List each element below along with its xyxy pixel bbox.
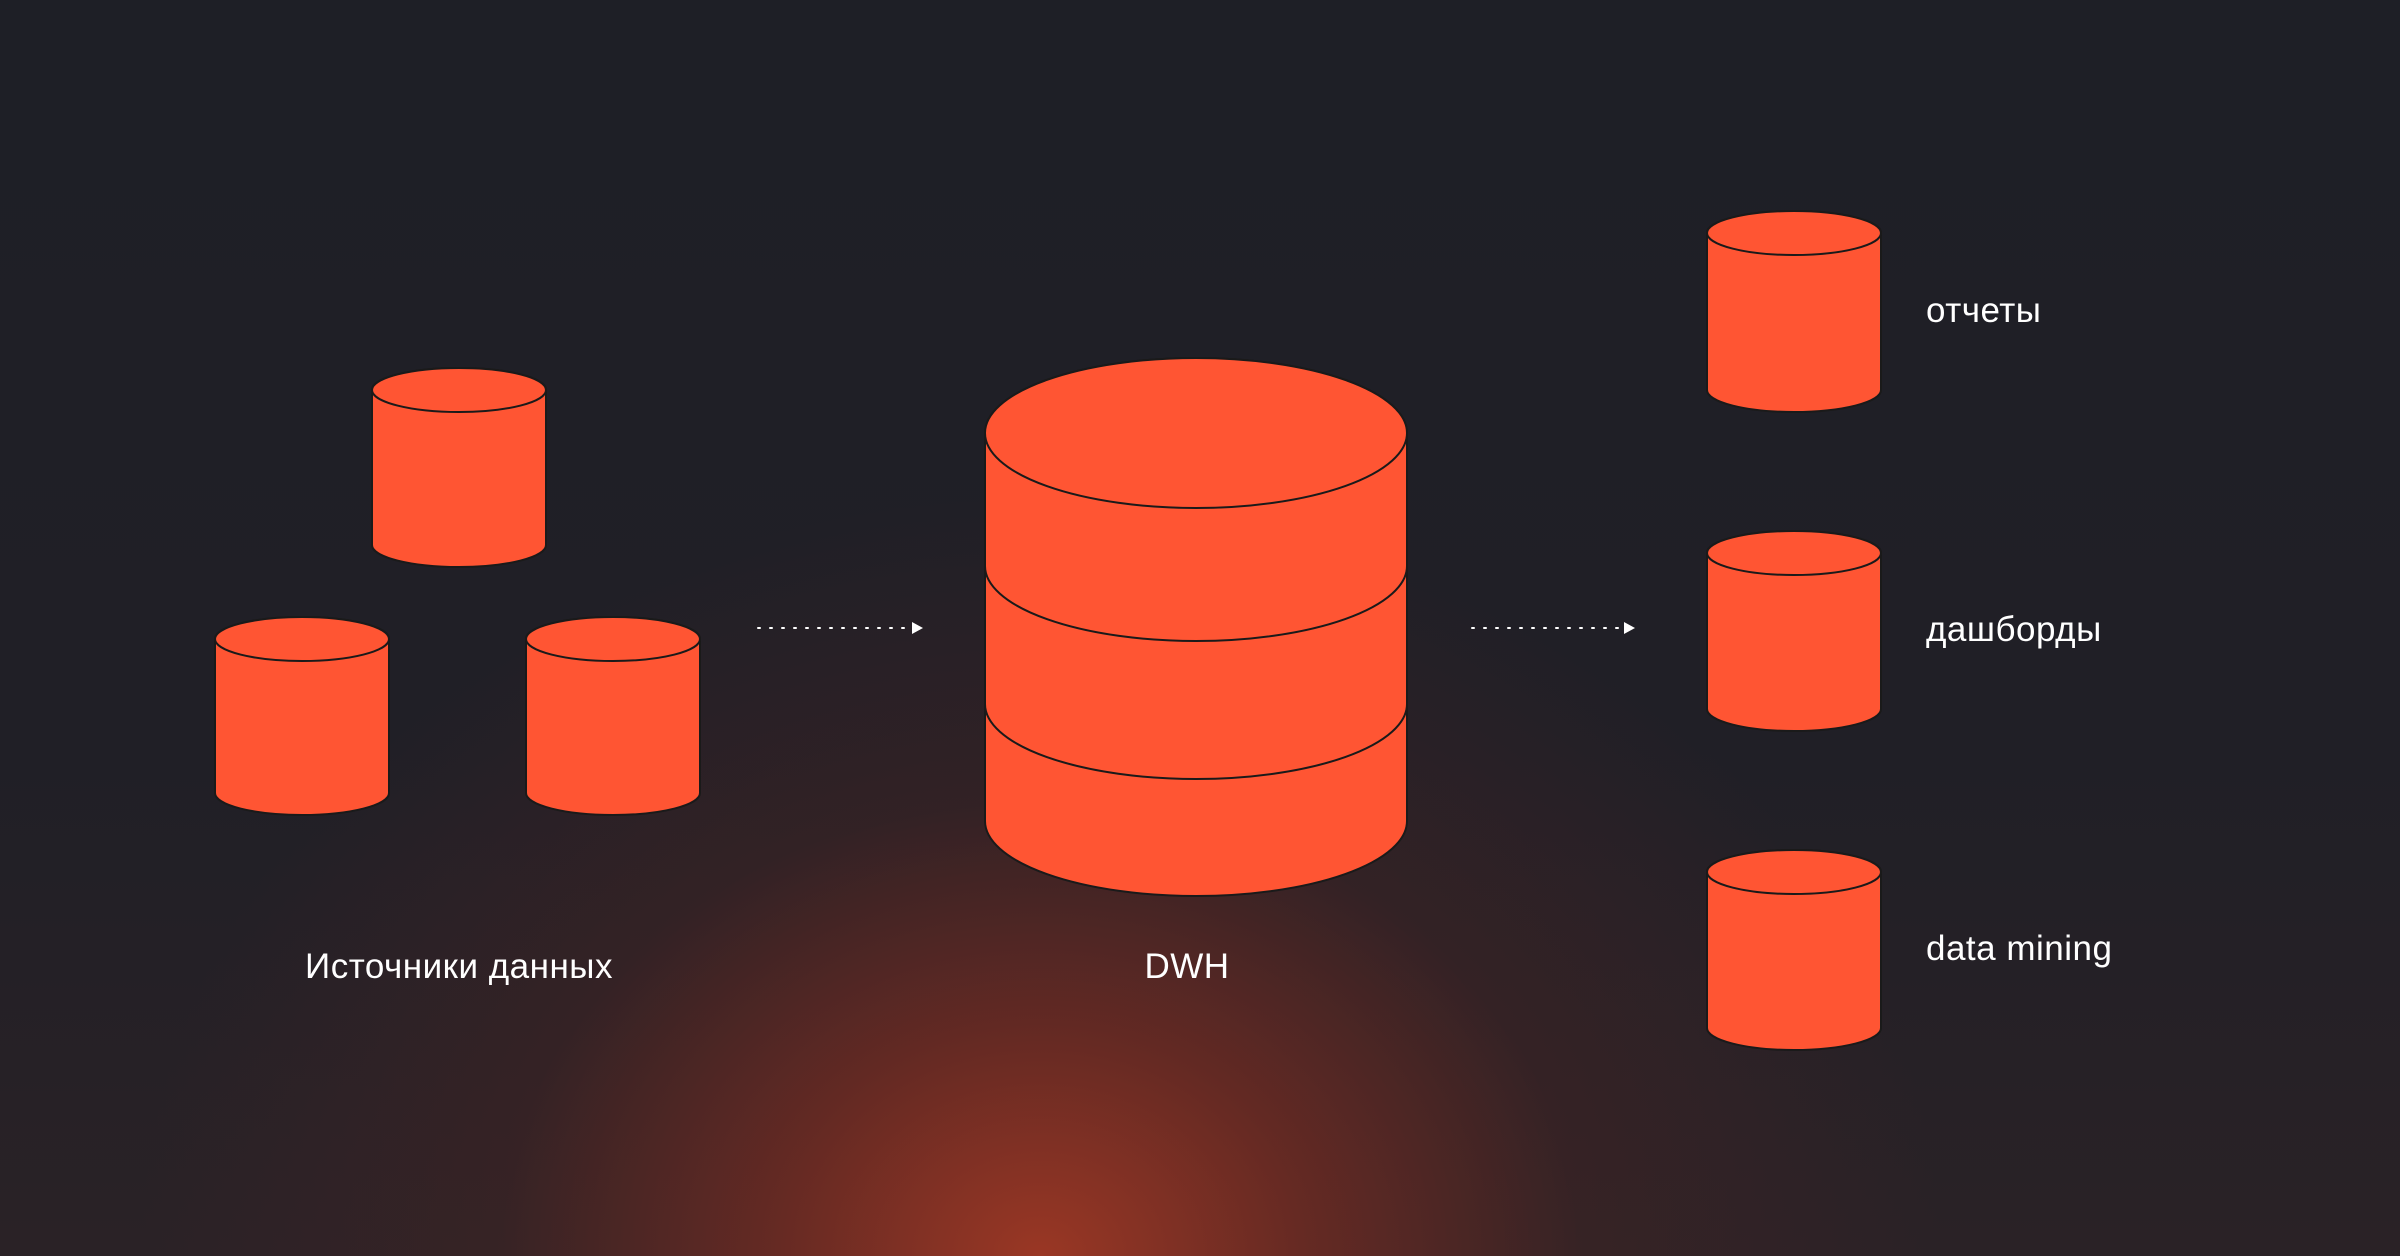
dwh-database — [984, 357, 1408, 897]
output-label-reports: отчеты — [1926, 291, 2041, 330]
dwh-label: DWH — [1144, 947, 1229, 986]
sources-label: Источники данных — [305, 947, 613, 986]
dwh-layer-divider-lower — [984, 703, 1408, 780]
output-label-data-mining: data mining — [1926, 929, 2112, 968]
output-database-reports — [1706, 210, 1882, 413]
source-database-bottom-left — [214, 616, 390, 816]
output-label-dashboards: дашборды — [1926, 610, 2102, 649]
dwh-layer-divider-upper — [984, 565, 1408, 642]
source-database-top — [371, 367, 547, 568]
arrow-dwh-to-outputs — [1471, 622, 1635, 634]
output-database-data-mining — [1706, 849, 1882, 1051]
source-database-bottom-right — [525, 616, 701, 816]
output-database-dashboards — [1706, 530, 1882, 732]
arrow-sources-to-dwh — [757, 622, 923, 634]
